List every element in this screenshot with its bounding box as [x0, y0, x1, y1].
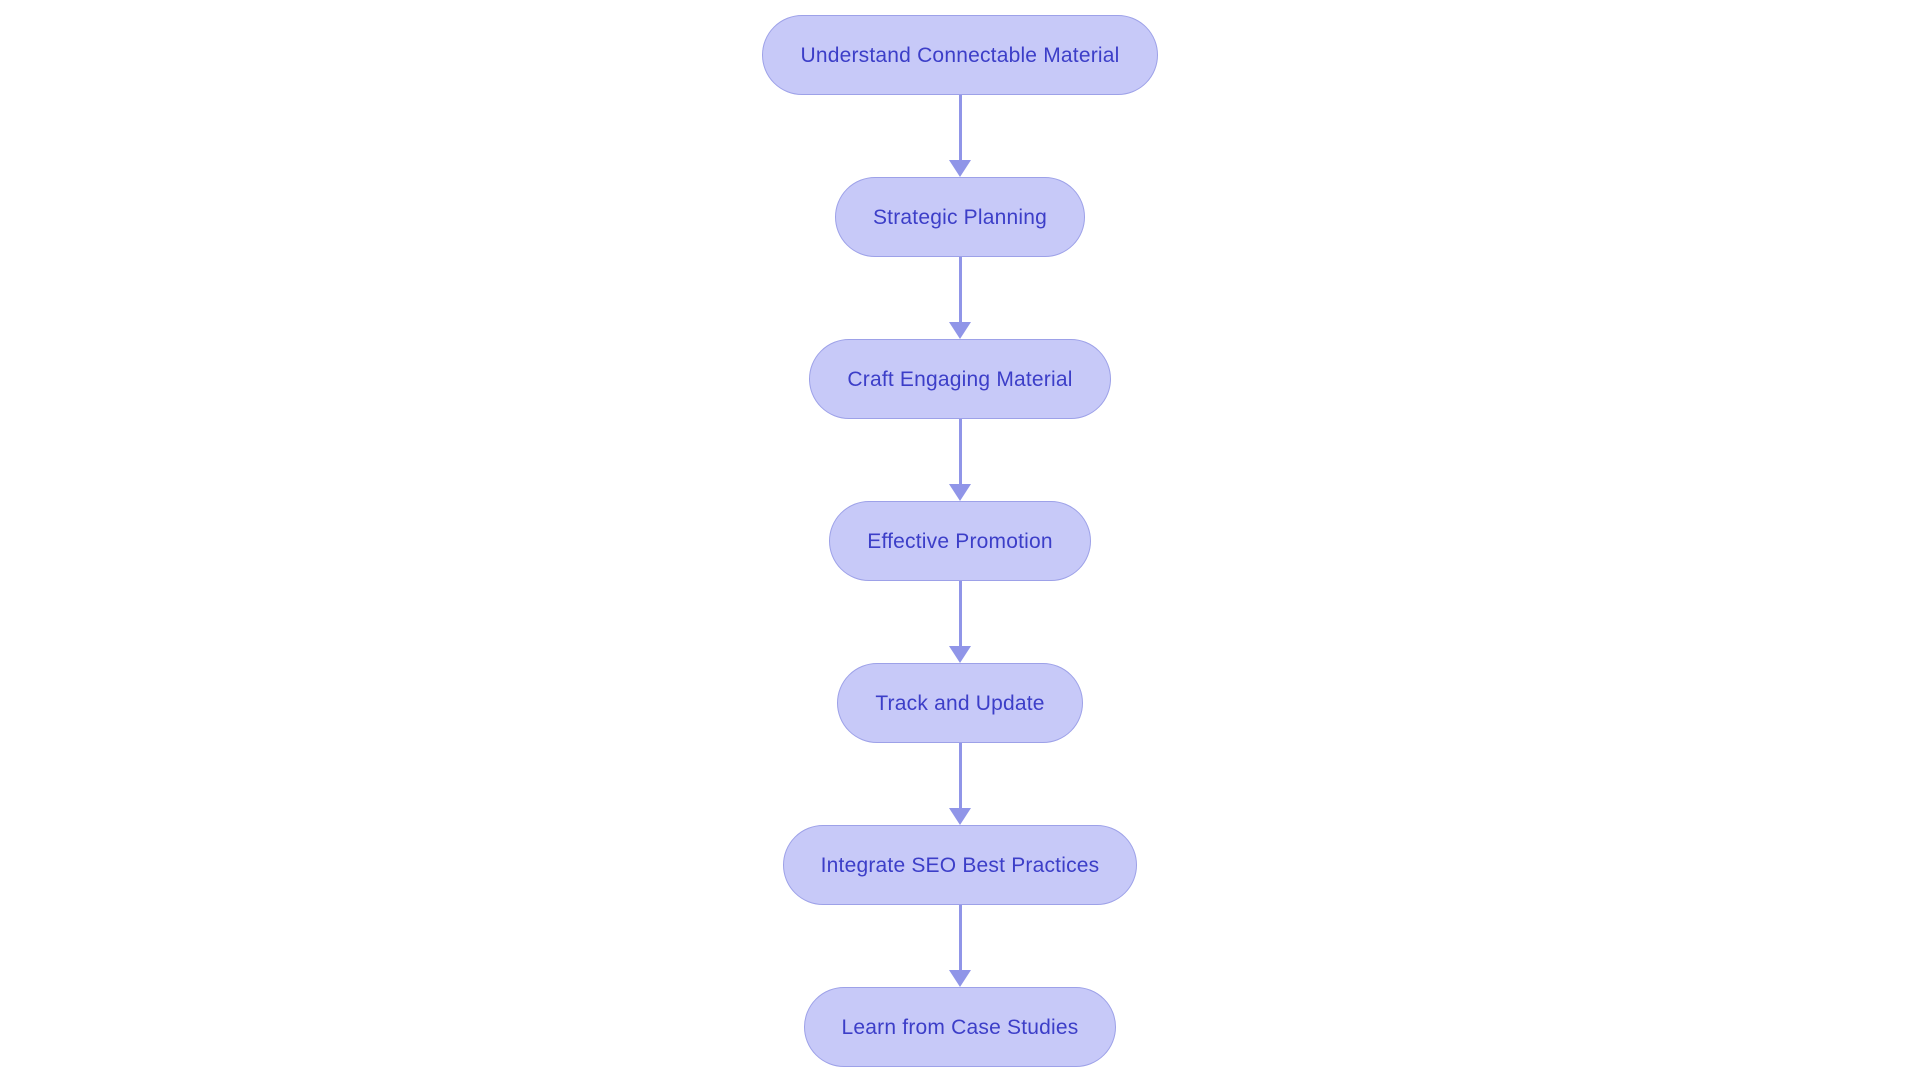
arrow-line — [958, 257, 962, 322]
arrow-line — [958, 743, 962, 808]
flow-arrow-6 — [949, 905, 971, 987]
flow-node-understand-connectable-material: Understand Connectable Material — [762, 15, 1158, 95]
flow-node-label: Track and Update — [875, 691, 1045, 715]
flow-node-craft-engaging-material: Craft Engaging Material — [809, 339, 1111, 419]
flow-node-integrate-seo-best-practices: Integrate SEO Best Practices — [782, 825, 1138, 905]
flow-arrow-2 — [949, 257, 971, 339]
arrow-line — [958, 905, 962, 970]
flow-arrow-4 — [949, 581, 971, 663]
flow-node-label: Effective Promotion — [867, 529, 1053, 553]
flow-node-label: Craft Engaging Material — [847, 367, 1073, 391]
flow-node-label: Integrate SEO Best Practices — [820, 853, 1100, 877]
arrow-down-icon — [949, 970, 971, 987]
flow-arrow-3 — [949, 419, 971, 501]
arrow-line — [958, 419, 962, 484]
flow-node-label: Understand Connectable Material — [800, 43, 1120, 67]
flow-node-label: Strategic Planning — [872, 205, 1048, 229]
arrow-down-icon — [949, 808, 971, 825]
arrow-line — [958, 581, 962, 646]
flow-node-track-and-update: Track and Update — [837, 663, 1083, 743]
flow-node-strategic-planning: Strategic Planning — [834, 177, 1086, 257]
flow-node-label: Learn from Case Studies — [841, 1015, 1079, 1039]
arrow-down-icon — [949, 160, 971, 177]
flow-node-learn-from-case-studies: Learn from Case Studies — [803, 987, 1117, 1067]
flow-node-effective-promotion: Effective Promotion — [829, 501, 1091, 581]
arrow-down-icon — [949, 322, 971, 339]
flow-arrow-5 — [949, 743, 971, 825]
arrow-line — [958, 95, 962, 160]
arrow-down-icon — [949, 646, 971, 663]
flow-arrow-1 — [949, 95, 971, 177]
arrow-down-icon — [949, 484, 971, 501]
